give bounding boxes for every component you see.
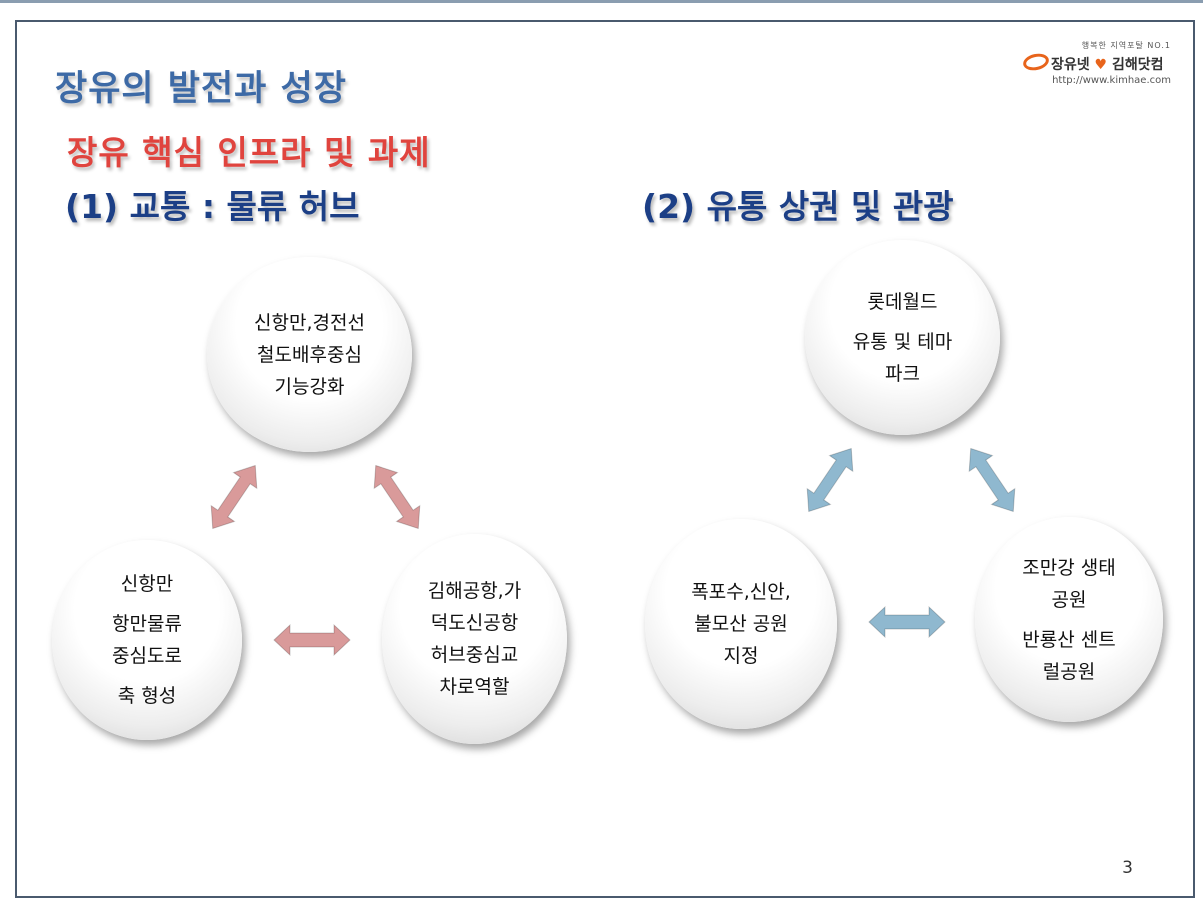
circle-line: 신항만 [120,573,174,595]
arrow-shape [868,605,946,639]
circle-line: 유통 및 테마 [852,330,953,353]
section-heading-transport: (1) 교통 : 물류 허브 [65,187,360,226]
slide-subtitle: 장유 핵심 인프라 및 과제 [67,133,431,172]
logo-slogan: 행복한 지역포탈 NO.1 [1081,41,1171,50]
circle-line: 럴공원 [1042,660,1096,683]
circle-line: 조만강 생태 [1022,556,1116,579]
circle-gap [975,616,1163,624]
circle-line: 김해공항,가 [427,580,522,602]
logo-name-left: 장유넷 [1051,57,1090,73]
circle-line: 덕도신공항 [430,612,519,634]
site-logo[interactable]: 행복한 지역포탈 NO.1 장유넷 ♥ 김해닷컴 http://www.kimh… [1021,40,1183,92]
circle-text: 김해공항,가 덕도신공항 허브중심교 차로역할 [382,575,567,703]
circle-parks: 폭포수,신안, 불모산 공원 지정 [645,519,837,729]
circle-text: 신항만 항만물류 중심도로 축 형성 [52,568,242,712]
section-heading-tourism: (2) 유통 상권 및 관광 [642,187,954,226]
arrow-shape [210,464,258,530]
arrow-shape [273,623,351,657]
circle-text: 신항만,경전선 철도배후중심 기능강화 [207,307,412,403]
circle-lotte-world: 롯데월드 유통 및 테마 파크 [805,240,1000,435]
circle-line: 항만물류 [112,613,182,635]
double-arrow-icon [373,464,421,530]
circle-gap [52,672,242,680]
double-arrow-icon [806,447,854,513]
arrow-shape [373,464,421,530]
circle-line: 폭포수,신안, [691,581,791,603]
circle-text: 폭포수,신안, 불모산 공원 지정 [645,576,837,672]
logo-url[interactable]: http://www.kimhae.com [1052,75,1171,86]
double-arrow-icon [210,464,258,530]
circle-line: 축 형성 [117,685,177,707]
circle-gap [52,600,242,608]
circle-line: 기능강화 [274,375,345,398]
double-arrow-icon [273,623,351,657]
circle-text: 롯데월드 유통 및 테마 파크 [805,286,1000,390]
circle-line: 신항만,경전선 [254,311,365,334]
double-arrow-icon [868,605,946,639]
circle-line: 파크 [885,362,920,385]
circle-new-port: 신항만 항만물류 중심도로 축 형성 [52,540,242,740]
heart-icon: ♥ [1094,57,1108,73]
circle-line: 중심도로 [112,645,182,667]
circle-logistics-hub: 신항만,경전선 철도배후중심 기능강화 [207,257,412,452]
top-border [0,0,1203,3]
logo-name-right: 김해닷컴 [1111,57,1164,73]
arrow-shape [968,447,1016,513]
circle-line: 불모산 공원 [694,613,788,635]
double-arrow-icon [968,447,1016,513]
circle-eco-park: 조만강 생태 공원 반룡산 센트 럴공원 [975,517,1163,722]
slide-title: 장유의 발전과 성장 [55,69,347,109]
circle-line: 공원 [1051,588,1087,611]
circle-gap [805,318,1000,326]
circle-airport: 김해공항,가 덕도신공항 허브중심교 차로역할 [382,534,567,744]
circle-line: 허브중심교 [430,644,519,666]
circle-line: 철도배후중심 [257,343,362,366]
arrow-shape [806,447,854,513]
logo-ring-icon [1021,51,1051,73]
circle-line: 차로역할 [439,676,510,698]
circle-line: 지정 [723,645,759,667]
circle-line: 반룡산 센트 [1022,628,1116,651]
circle-text: 조만강 생태 공원 반룡산 센트 럴공원 [975,552,1163,688]
page-number: 3 [1122,858,1133,878]
slide: 장유의 발전과 성장 장유 핵심 인프라 및 과제 행복한 지역포탈 NO.1 … [15,20,1195,898]
logo-name: 장유넷 ♥ 김해닷컴 [1051,54,1163,74]
circle-line: 롯데월드 [867,290,938,313]
